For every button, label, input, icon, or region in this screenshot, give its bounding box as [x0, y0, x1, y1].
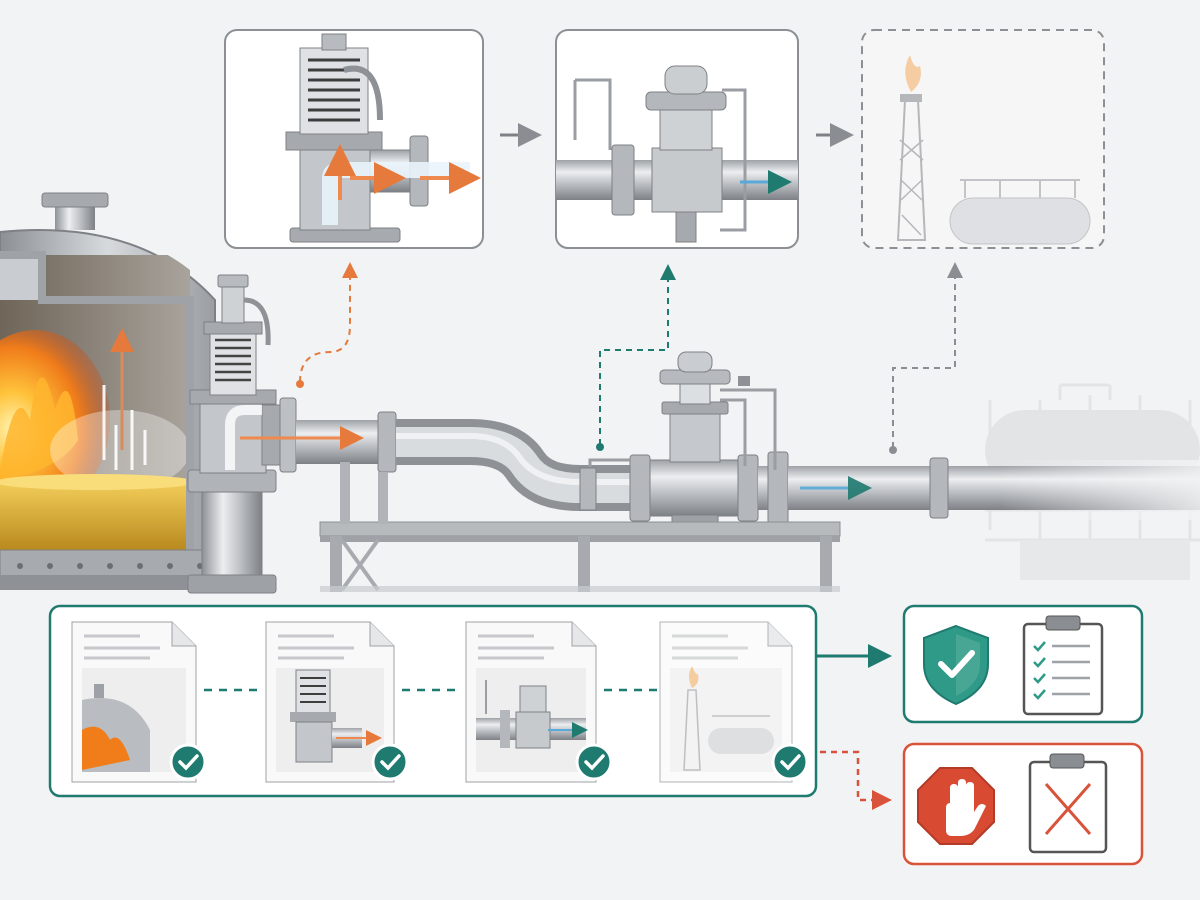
rejected-connector	[820, 750, 892, 810]
approved-outcome-panel	[902, 604, 1144, 724]
pipe-rack	[319, 462, 841, 592]
shield-check-icon	[923, 624, 989, 706]
boiling-liquid	[0, 480, 190, 550]
detail-panel-flare-system	[861, 29, 1105, 249]
control-valve	[579, 351, 777, 526]
document-card-flare-system	[659, 621, 793, 783]
flare-flame	[905, 55, 921, 92]
stop-hand-icon	[917, 767, 995, 845]
rejected-outcome-panel	[902, 742, 1144, 866]
pressure-vessel	[0, 192, 216, 590]
document-card-vessel	[71, 621, 197, 783]
document-card-relief-valve	[265, 621, 395, 783]
checklist-clipboard-icon	[1022, 615, 1104, 716]
x-clipboard-icon	[1028, 753, 1108, 854]
checkmark-circle-icon	[169, 743, 207, 781]
detail-panel-control-valve	[555, 29, 799, 249]
safety-relief-valve	[187, 274, 297, 594]
document-chain-panel	[48, 604, 818, 798]
discharge-pipeline	[240, 411, 1200, 525]
checkmark-circle-icon	[371, 743, 409, 781]
document-card-control-valve	[465, 621, 597, 783]
checkmark-circle-icon	[771, 743, 809, 781]
leader-lines	[299, 262, 963, 448]
checkmark-circle-icon	[575, 743, 613, 781]
detail-panel-relief-valve	[224, 29, 484, 249]
